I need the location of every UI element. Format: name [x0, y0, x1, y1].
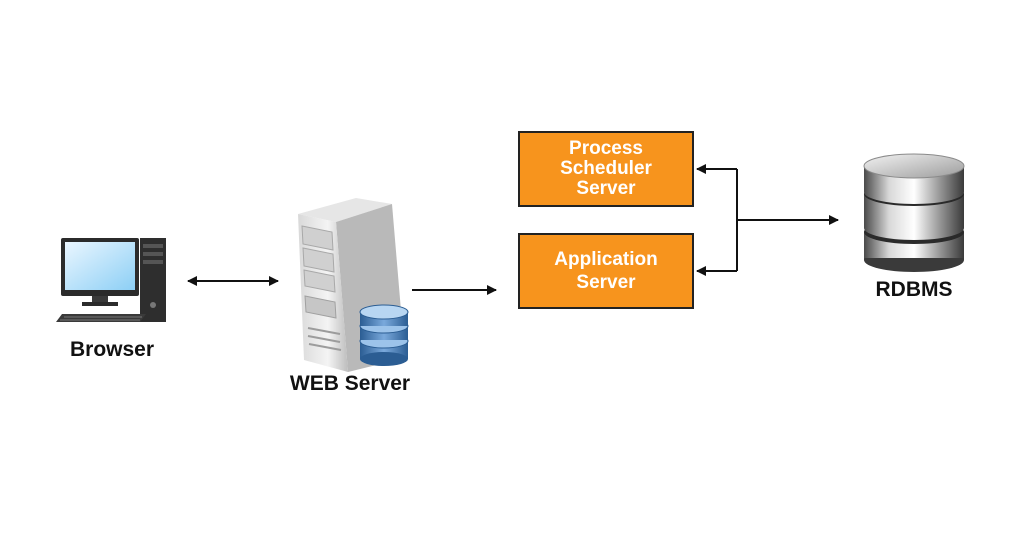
application-server-line-2: Server — [576, 272, 636, 293]
process-scheduler-server-box: Process Scheduler Server — [518, 131, 694, 207]
process-scheduler-line-1: Process — [569, 138, 643, 159]
browser-label: Browser — [69, 338, 155, 361]
process-scheduler-line-2: Scheduler — [560, 158, 652, 179]
process-scheduler-line-3: Server — [576, 178, 636, 199]
application-server-box: Application Server — [518, 233, 694, 309]
application-server-line-1: Application — [554, 249, 658, 270]
database-small-icon — [359, 304, 409, 366]
web-server-label: WEB Server — [289, 372, 411, 395]
database-icon — [863, 153, 965, 272]
computer-icon — [56, 238, 166, 322]
rdbms-label: RDBMS — [875, 278, 953, 301]
